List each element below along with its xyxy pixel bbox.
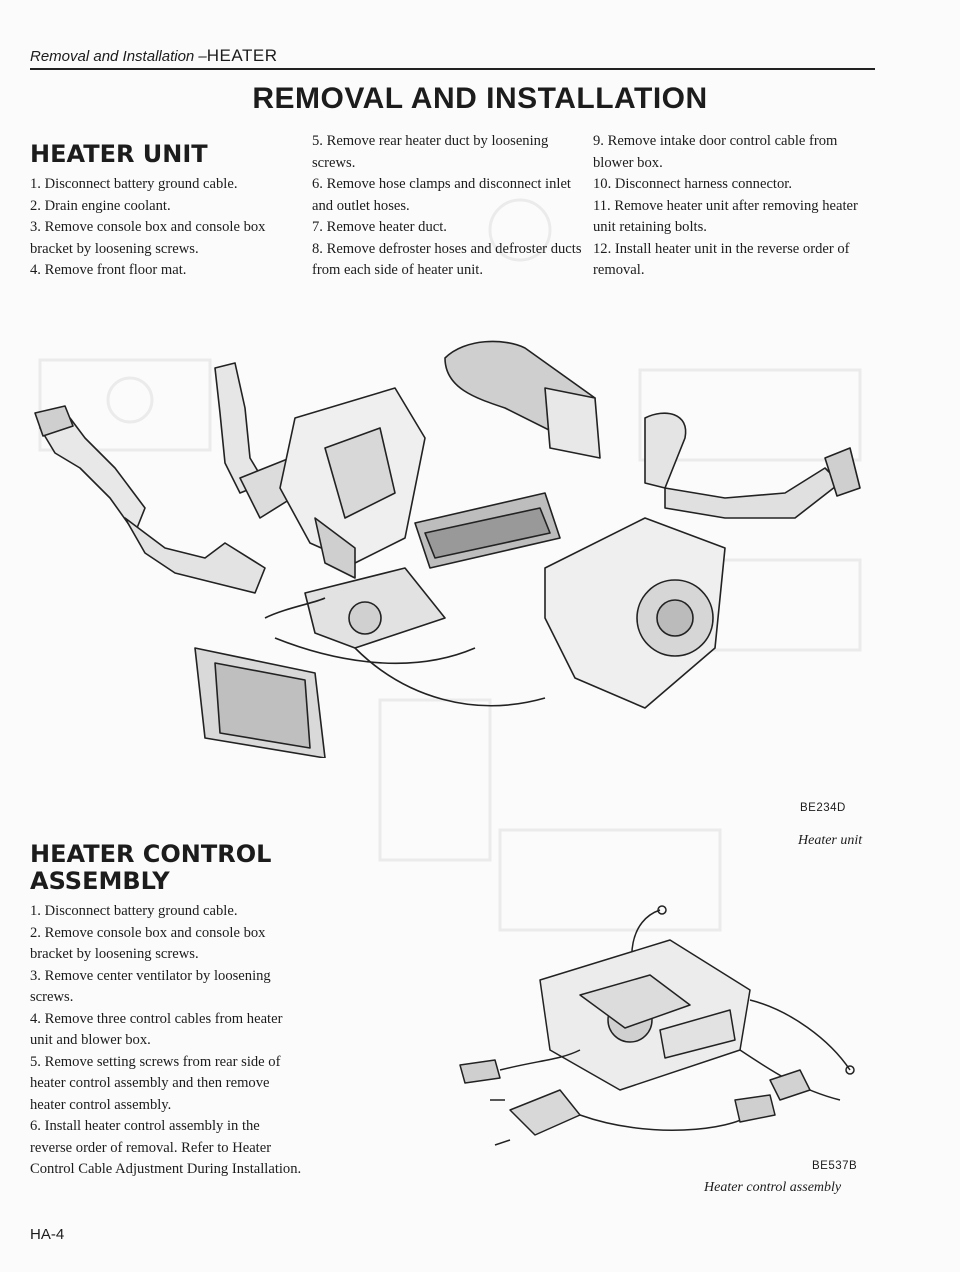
step-item: 2. Remove console box and console box br…: [30, 924, 266, 963]
step-item: 6. Remove hose clamps and disconnect inl…: [312, 176, 571, 214]
step-item: 10. Disconnect harness connector.: [593, 176, 792, 192]
heater-unit-illustration: [34, 340, 861, 758]
step-item: 1. Disconnect battery ground cable.: [30, 903, 238, 919]
step-item: 1. Disconnect battery ground cable.: [30, 176, 238, 192]
step-item: 6. Install heater control assembly in th…: [30, 1118, 302, 1177]
heater-control-caption: Heater control assembly: [704, 1180, 842, 1195]
heater-control-figure-code: BE537B: [812, 1160, 858, 1172]
step-item: 8. Remove defroster hoses and defroster …: [312, 240, 582, 279]
step-item: 5. Remove rear heater duct by loosening …: [312, 133, 549, 171]
heater-unit-steps-col1: 1. Disconnect battery ground cable. 2. D…: [30, 174, 300, 282]
heater-control-heading-line1: HEATER CONTROL: [30, 840, 272, 868]
running-header: Removal and Installation –HEATER: [30, 46, 277, 66]
heater-control-illustration: [459, 905, 855, 1146]
step-item: 3. Remove console box and console box br…: [30, 219, 266, 257]
heater-control-heading-line2: ASSEMBLY: [30, 867, 170, 895]
page-title: REMOVAL AND INSTALLATION: [252, 82, 708, 115]
step-item: 9. Remove intake door control cable from…: [593, 133, 838, 171]
heater-unit-steps-col3: 9. Remove intake door control cable from…: [593, 131, 871, 282]
heater-unit-heading: HEATER UNIT: [30, 140, 208, 168]
heater-unit-figure-code: BE234D: [800, 802, 846, 814]
heater-unit-caption: Heater unit: [798, 833, 863, 848]
step-item: 7. Remove heater duct.: [312, 219, 447, 235]
heater-unit-steps-col2: 5. Remove rear heater duct by loosening …: [312, 131, 590, 282]
step-item: 11. Remove heater unit after removing he…: [593, 197, 858, 236]
header-rule: [30, 68, 875, 70]
step-item: 4. Remove front floor mat.: [30, 262, 187, 278]
step-item: 12. Install heater unit in the reverse o…: [593, 240, 850, 279]
page-number: HA-4: [30, 1226, 65, 1243]
step-item: 5. Remove setting screws from rear side …: [30, 1053, 281, 1113]
header-section-name: Removal and Installation –: [30, 48, 207, 65]
step-item: 2. Drain engine coolant.: [30, 197, 171, 214]
step-item: 3. Remove center ventilator by loosening…: [30, 967, 271, 1006]
header-section-caps: HEATER: [206, 46, 278, 65]
heater-control-steps: 1. Disconnect battery ground cable. 2. R…: [30, 901, 302, 1181]
step-item: 4. Remove three control cables from heat…: [30, 1010, 283, 1049]
